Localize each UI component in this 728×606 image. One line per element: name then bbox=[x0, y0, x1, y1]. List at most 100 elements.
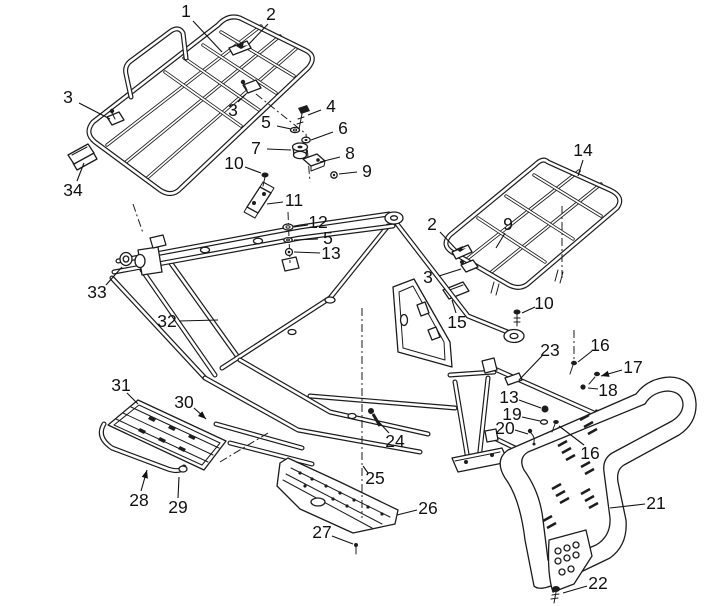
callout-label-11: 11 bbox=[285, 190, 303, 210]
callout-label-18: 18 bbox=[598, 380, 617, 400]
callout-label-12: 12 bbox=[308, 212, 327, 232]
callout-leader-4 bbox=[307, 109, 322, 116]
callout-label-2: 2 bbox=[266, 4, 276, 24]
seat-gusset bbox=[392, 278, 453, 368]
callout-label-26: 26 bbox=[418, 498, 437, 518]
callout-label-1: 1 bbox=[181, 1, 191, 21]
callout-label-13: 13 bbox=[321, 243, 340, 263]
callout-leader-23 bbox=[518, 355, 543, 381]
callout-arrowhead-28 bbox=[141, 470, 148, 479]
nut-13b bbox=[541, 405, 549, 413]
tube-core bbox=[308, 394, 457, 410]
tube-core bbox=[202, 44, 277, 94]
tube-core bbox=[486, 364, 605, 419]
callout-arrowhead-17 bbox=[601, 370, 610, 377]
washer-19 bbox=[539, 419, 549, 425]
callout-label-4: 4 bbox=[326, 96, 336, 116]
tube-core bbox=[183, 57, 260, 111]
bolt-10b bbox=[513, 309, 521, 327]
callout-leader-33 bbox=[105, 266, 123, 286]
callout-label-32: 32 bbox=[157, 311, 176, 331]
callout-leader-1 bbox=[192, 20, 223, 53]
callout-leader-9 bbox=[338, 171, 358, 175]
rear-rack bbox=[443, 157, 623, 296]
callout-leader-20 bbox=[514, 429, 529, 435]
callout-arrowhead-30 bbox=[197, 411, 206, 419]
bolt-4 bbox=[296, 105, 310, 130]
callout-leader-22 bbox=[562, 585, 588, 594]
tube-core bbox=[444, 158, 622, 289]
bolt-16b bbox=[551, 420, 559, 433]
callout-label-6: 6 bbox=[338, 118, 348, 138]
callout-leader-24 bbox=[377, 420, 390, 434]
pin-20 bbox=[527, 428, 536, 446]
bolt-24 bbox=[368, 408, 382, 427]
callout-label-16: 16 bbox=[590, 335, 609, 355]
callout-label-33: 33 bbox=[87, 282, 106, 302]
callout-label-24: 24 bbox=[385, 431, 405, 451]
tube-core bbox=[477, 376, 490, 462]
bolt-10 bbox=[261, 172, 269, 187]
callout-leader-3 bbox=[237, 93, 247, 103]
tube-core bbox=[392, 218, 512, 335]
callout-label-9: 9 bbox=[503, 214, 513, 234]
callout-label-20: 20 bbox=[495, 418, 515, 438]
mounting-hardware-rear bbox=[513, 309, 600, 604]
mounting-hardware-front bbox=[119, 105, 382, 555]
callout-label-10: 10 bbox=[534, 293, 554, 313]
tube-core bbox=[505, 195, 574, 240]
callout-label-21: 21 bbox=[646, 493, 665, 513]
callout-label-5: 5 bbox=[323, 228, 333, 248]
callout-leader-29 bbox=[177, 476, 180, 499]
washer-5 bbox=[289, 126, 301, 134]
tube-core bbox=[453, 380, 470, 462]
tube-core bbox=[112, 224, 395, 274]
bracket-11 bbox=[243, 181, 275, 219]
callout-label-16: 16 bbox=[580, 443, 599, 463]
tube-core bbox=[140, 268, 217, 377]
callout-leader-31 bbox=[126, 392, 139, 405]
front-bumper bbox=[499, 376, 697, 593]
tube-core bbox=[533, 174, 602, 217]
rack-clamp bbox=[460, 259, 479, 273]
callout-label-2: 2 bbox=[427, 214, 437, 234]
callout-label-7: 7 bbox=[251, 138, 261, 158]
tube-core bbox=[116, 212, 391, 263]
callout-leader-13 bbox=[518, 399, 542, 409]
callout-leader-26 bbox=[396, 509, 418, 516]
tube-core bbox=[220, 31, 295, 77]
callout-label-29: 29 bbox=[168, 497, 187, 517]
nut-6 bbox=[301, 136, 311, 144]
callout-leader-7 bbox=[266, 148, 292, 151]
tube-core bbox=[477, 217, 546, 263]
tube-core bbox=[203, 376, 422, 454]
bolt-17 bbox=[588, 371, 600, 385]
callout-leader-16 bbox=[577, 350, 593, 363]
tube-core bbox=[214, 422, 304, 450]
front-rack bbox=[86, 14, 315, 196]
callout-leader-12 bbox=[293, 224, 309, 228]
callout-label-27: 27 bbox=[312, 522, 331, 542]
callout-label-31: 31 bbox=[111, 375, 130, 395]
callout-leader-14 bbox=[577, 159, 584, 177]
nut-18 bbox=[580, 384, 586, 390]
callout-label-34: 34 bbox=[63, 180, 83, 200]
callout-label-3: 3 bbox=[228, 100, 238, 120]
tube-core bbox=[110, 276, 207, 380]
callout-label-23: 23 bbox=[540, 340, 559, 360]
rubber-mount-7 bbox=[291, 142, 309, 160]
callout-leader-3 bbox=[78, 102, 111, 120]
callout-label-9: 9 bbox=[362, 161, 372, 181]
tube-core bbox=[164, 71, 242, 127]
footrest-guard bbox=[98, 421, 188, 474]
callout-leader-27 bbox=[331, 535, 354, 545]
callout-label-17: 17 bbox=[623, 357, 642, 377]
rack-clamp-right bbox=[240, 79, 262, 94]
callout-leader-34 bbox=[76, 162, 85, 182]
callout-leader-13 bbox=[293, 251, 321, 254]
callout-label-3: 3 bbox=[423, 267, 433, 287]
callout-leader-18 bbox=[587, 387, 599, 390]
callout-label-8: 8 bbox=[345, 143, 355, 163]
